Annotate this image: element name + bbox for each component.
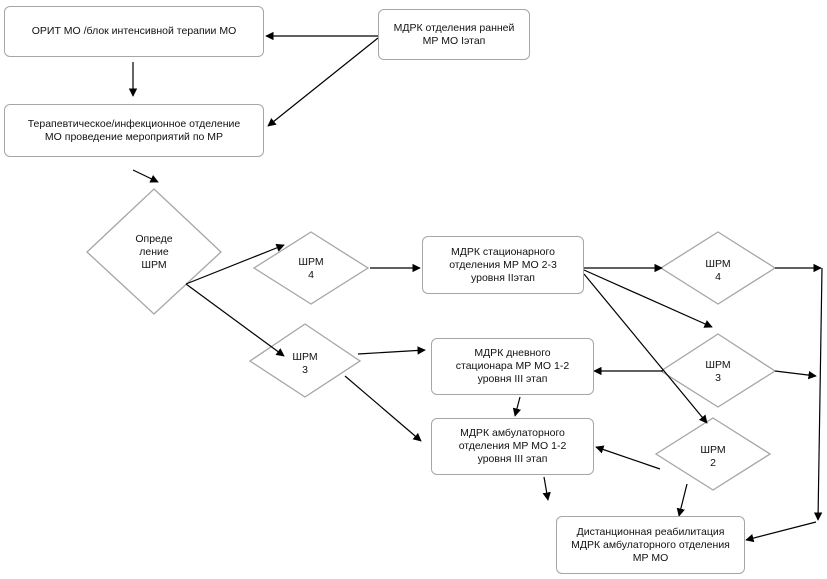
box-mdrk-day: МДРК дневного стационара МР МО 1-2 уровн… [431, 338, 594, 395]
box-mdrk-ambulatory-label: МДРК амбулаторного отделения МР МО 1-2 у… [458, 427, 567, 465]
arrow-shrm2-to-ambulatory [595, 445, 661, 470]
box-mdrk-stationary: МДРК стационарного отделения МР МО 2-3 у… [422, 236, 584, 294]
box-therapeutic: Терапевтическое/инфекционное отделение М… [4, 104, 264, 157]
vertical-collector-line [813, 267, 823, 521]
box-mdrk-early: МДРК отделения ранней МР МО Iэтап [378, 9, 530, 60]
box-therapeutic-label: Терапевтическое/инфекционное отделение М… [27, 117, 241, 143]
arrow-day-to-ambulatory [512, 396, 521, 417]
diamond-shrm3-left [248, 323, 362, 398]
box-mdrk-early-label: МДРК отделения ранней МР МО Iэтап [393, 21, 515, 47]
box-mdrk-day-label: МДРК дневного стационара МР МО 1-2 уровн… [455, 347, 570, 385]
shrm3-left-label: ШРМ 3 [292, 351, 318, 376]
shrm2-right-label: ШРМ 2 [700, 444, 726, 469]
shrm-definition-label: Опреде ление ШРМ [135, 232, 173, 271]
diamond-shrm-definition [86, 188, 222, 315]
arrow-early-to-therapeutic [267, 37, 379, 127]
shrm4-left-label: ШРМ 4 [298, 256, 324, 281]
box-mdrk-ambulatory: МДРК амбулаторного отделения МР МО 1-2 у… [431, 418, 594, 475]
diamond-shrm4-right [659, 231, 777, 305]
shrm3-right-label: ШРМ 3 [705, 359, 731, 384]
arrow-shrm2-to-remote [676, 483, 688, 517]
box-remote: Дистанционная реабилитация МДРК амбулато… [556, 516, 745, 574]
arrow-ambulatory-down [542, 476, 551, 501]
arrow-stationary-to-shrm2 [583, 273, 708, 424]
arrow-stationary-to-shrm3 [583, 269, 713, 328]
box-orit: ОРИТ МО /блок интенсивной терапии МО [4, 6, 264, 57]
arrow-definition-to-shrm3 [185, 283, 285, 357]
arrow-therapeutic-to-definition [132, 169, 159, 183]
arrow-shrm3-to-ambulatory [344, 375, 422, 442]
arrow-shrm3-to-day [357, 346, 426, 355]
box-orit-label: ОРИТ МО /блок интенсивной терапии МО [31, 25, 237, 37]
arrow-definition-to-shrm4 [185, 243, 285, 285]
arrow-collector-to-remote [745, 521, 817, 543]
box-remote-label: Дистанционная реабилитация МДРК амбулато… [571, 525, 730, 564]
shrm4-right-label: ШРМ 4 [705, 258, 731, 283]
diamond-shrm2-right [654, 417, 772, 491]
arrow-shrm3-right-out [774, 370, 817, 380]
diamond-shrm3-right [659, 333, 777, 408]
box-mdrk-stationary-label: МДРК стационарного отделения МР МО 2-3 у… [449, 245, 557, 284]
